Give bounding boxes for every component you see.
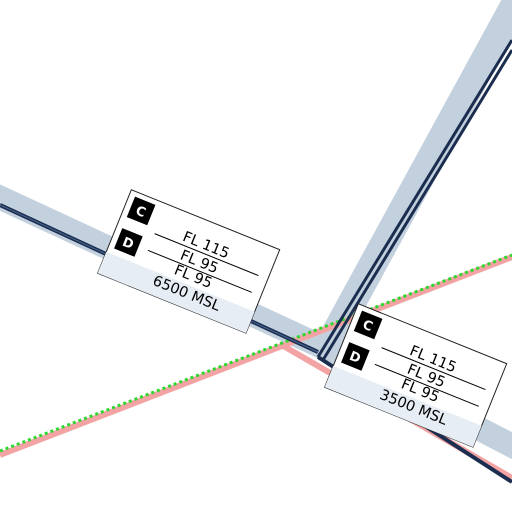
upper-divider [381,347,486,391]
boundary-red-west [0,254,512,458]
label-box [323,303,508,448]
label-footer [324,365,482,448]
upper-divider [154,233,259,277]
label-box [96,189,281,334]
class-c-badge [353,310,383,340]
mid-divider [147,249,252,293]
class-d-badge [114,228,143,257]
airway-line-northeast-a [316,39,512,358]
airspace-label-2[interactable]: C D FL 115 FL 95 FL 95 3500 MSL [323,303,508,448]
airway-line-northeast-b [321,49,512,361]
airspace-label-1[interactable]: C D FL 115 FL 95 FL 95 6500 MSL [96,189,281,334]
class-c-badge [126,196,156,226]
boundary-green-dotted [0,253,512,453]
mid-divider [374,363,479,407]
label-footer [97,251,255,334]
class-d-badge [341,342,370,371]
